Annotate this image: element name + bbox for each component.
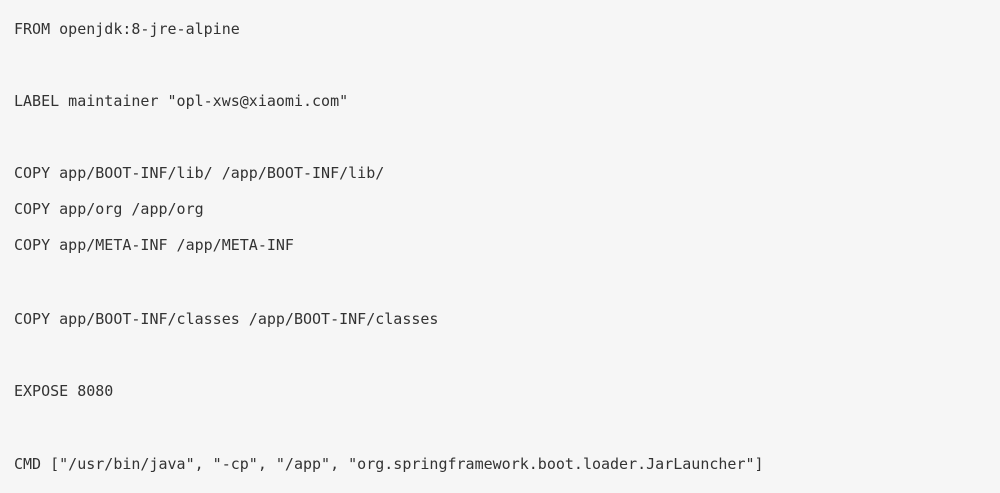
code-line-expose: EXPOSE 8080 [14, 382, 114, 400]
code-line-from: FROM openjdk:8-jre-alpine [14, 20, 240, 38]
code-line-copy-classes: COPY app/BOOT-INF/classes /app/BOOT-INF/… [14, 310, 439, 328]
code-line-cmd: CMD ["/usr/bin/java", "-cp", "/app", "or… [14, 455, 764, 473]
code-line-copy-meta-inf: COPY app/META-INF /app/META-INF [14, 236, 294, 254]
code-line-copy-lib: COPY app/BOOT-INF/lib/ /app/BOOT-INF/lib… [14, 164, 385, 182]
code-line-copy-org: COPY app/org /app/org [14, 200, 204, 218]
code-line-label: LABEL maintainer "opl-xws@xiaomi.com" [14, 92, 349, 110]
